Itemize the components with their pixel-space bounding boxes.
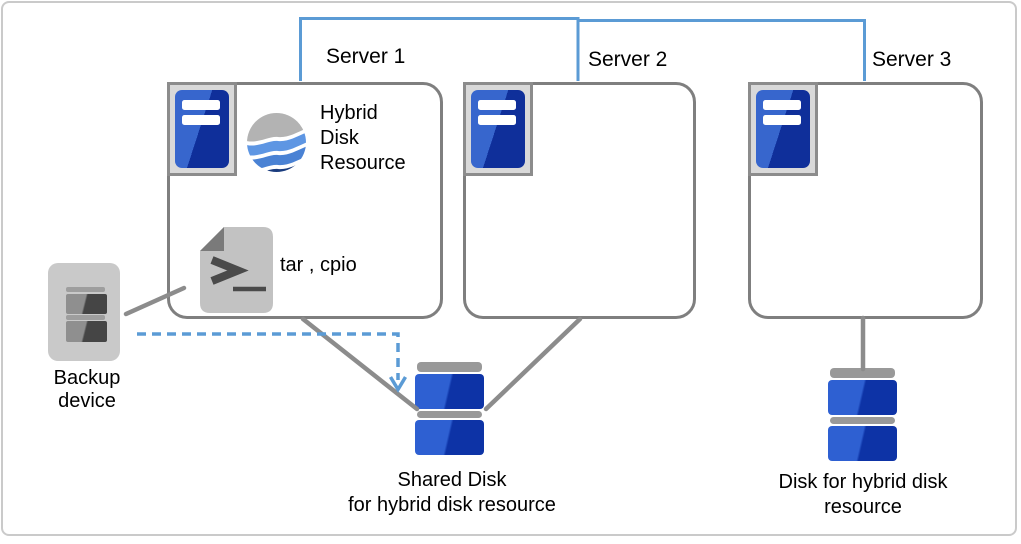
- hybrid-disk-label: Disk for hybrid disk resource: [753, 470, 973, 520]
- shared-disk-label-line2: for hybrid disk resource: [348, 494, 556, 516]
- server-tower-slot: [478, 100, 516, 110]
- disk-cap: [417, 362, 482, 372]
- hybrid-disk-icon: [828, 368, 897, 461]
- shared-disk-label: Shared Disk for hybrid disk resource: [332, 468, 572, 518]
- shared-disk-label-line1: Shared Disk: [397, 469, 507, 491]
- disk-body: [828, 380, 897, 415]
- server1-label: Server 1: [326, 45, 406, 68]
- server2-label: Server 2: [588, 48, 668, 71]
- disk-body: [415, 374, 484, 409]
- disk-separator: [417, 411, 482, 418]
- hybrid-disk-label-line2: resource: [824, 496, 902, 518]
- shared-disk-icon: [415, 362, 484, 455]
- canvas-border: [1, 1, 1017, 536]
- disk-cap: [830, 368, 895, 378]
- server3-label: Server 3: [872, 48, 952, 71]
- hybrid-disk-label-line1: Disk for hybrid disk: [778, 471, 948, 493]
- tape-drive-slot: [66, 321, 107, 342]
- backup-commands-label: tar , cpio: [280, 254, 357, 276]
- server-tower-body: [756, 90, 810, 168]
- server-tower-slot: [478, 115, 516, 125]
- tape-drive-slot-bar: [66, 315, 105, 320]
- tape-drive-icon: [48, 263, 120, 361]
- server2-box: [463, 82, 696, 319]
- server-tower-slot: [763, 115, 801, 125]
- hybrid-disk-resource-label: Hybrid Disk Resource: [320, 102, 406, 174]
- disk-body: [415, 420, 484, 455]
- server-tower-icon: [748, 82, 818, 176]
- server-tower-icon: [463, 82, 533, 176]
- tape-drive-slot: [66, 294, 107, 314]
- server-tower-body: [471, 90, 525, 168]
- terminal-file-icon: [200, 227, 273, 313]
- disk-body: [828, 426, 897, 461]
- server-tower-slot: [763, 100, 801, 110]
- server-tower-slot: [182, 115, 220, 125]
- wave-sphere-icon: [247, 113, 306, 172]
- server-tower-body: [175, 90, 229, 168]
- disk-separator: [830, 417, 895, 424]
- backup-device-label: Backup device: [53, 367, 121, 412]
- tape-drive-slot-bar: [66, 287, 105, 292]
- server3-box: [748, 82, 983, 319]
- server-tower-icon: [167, 82, 237, 176]
- server-tower-slot: [182, 100, 220, 110]
